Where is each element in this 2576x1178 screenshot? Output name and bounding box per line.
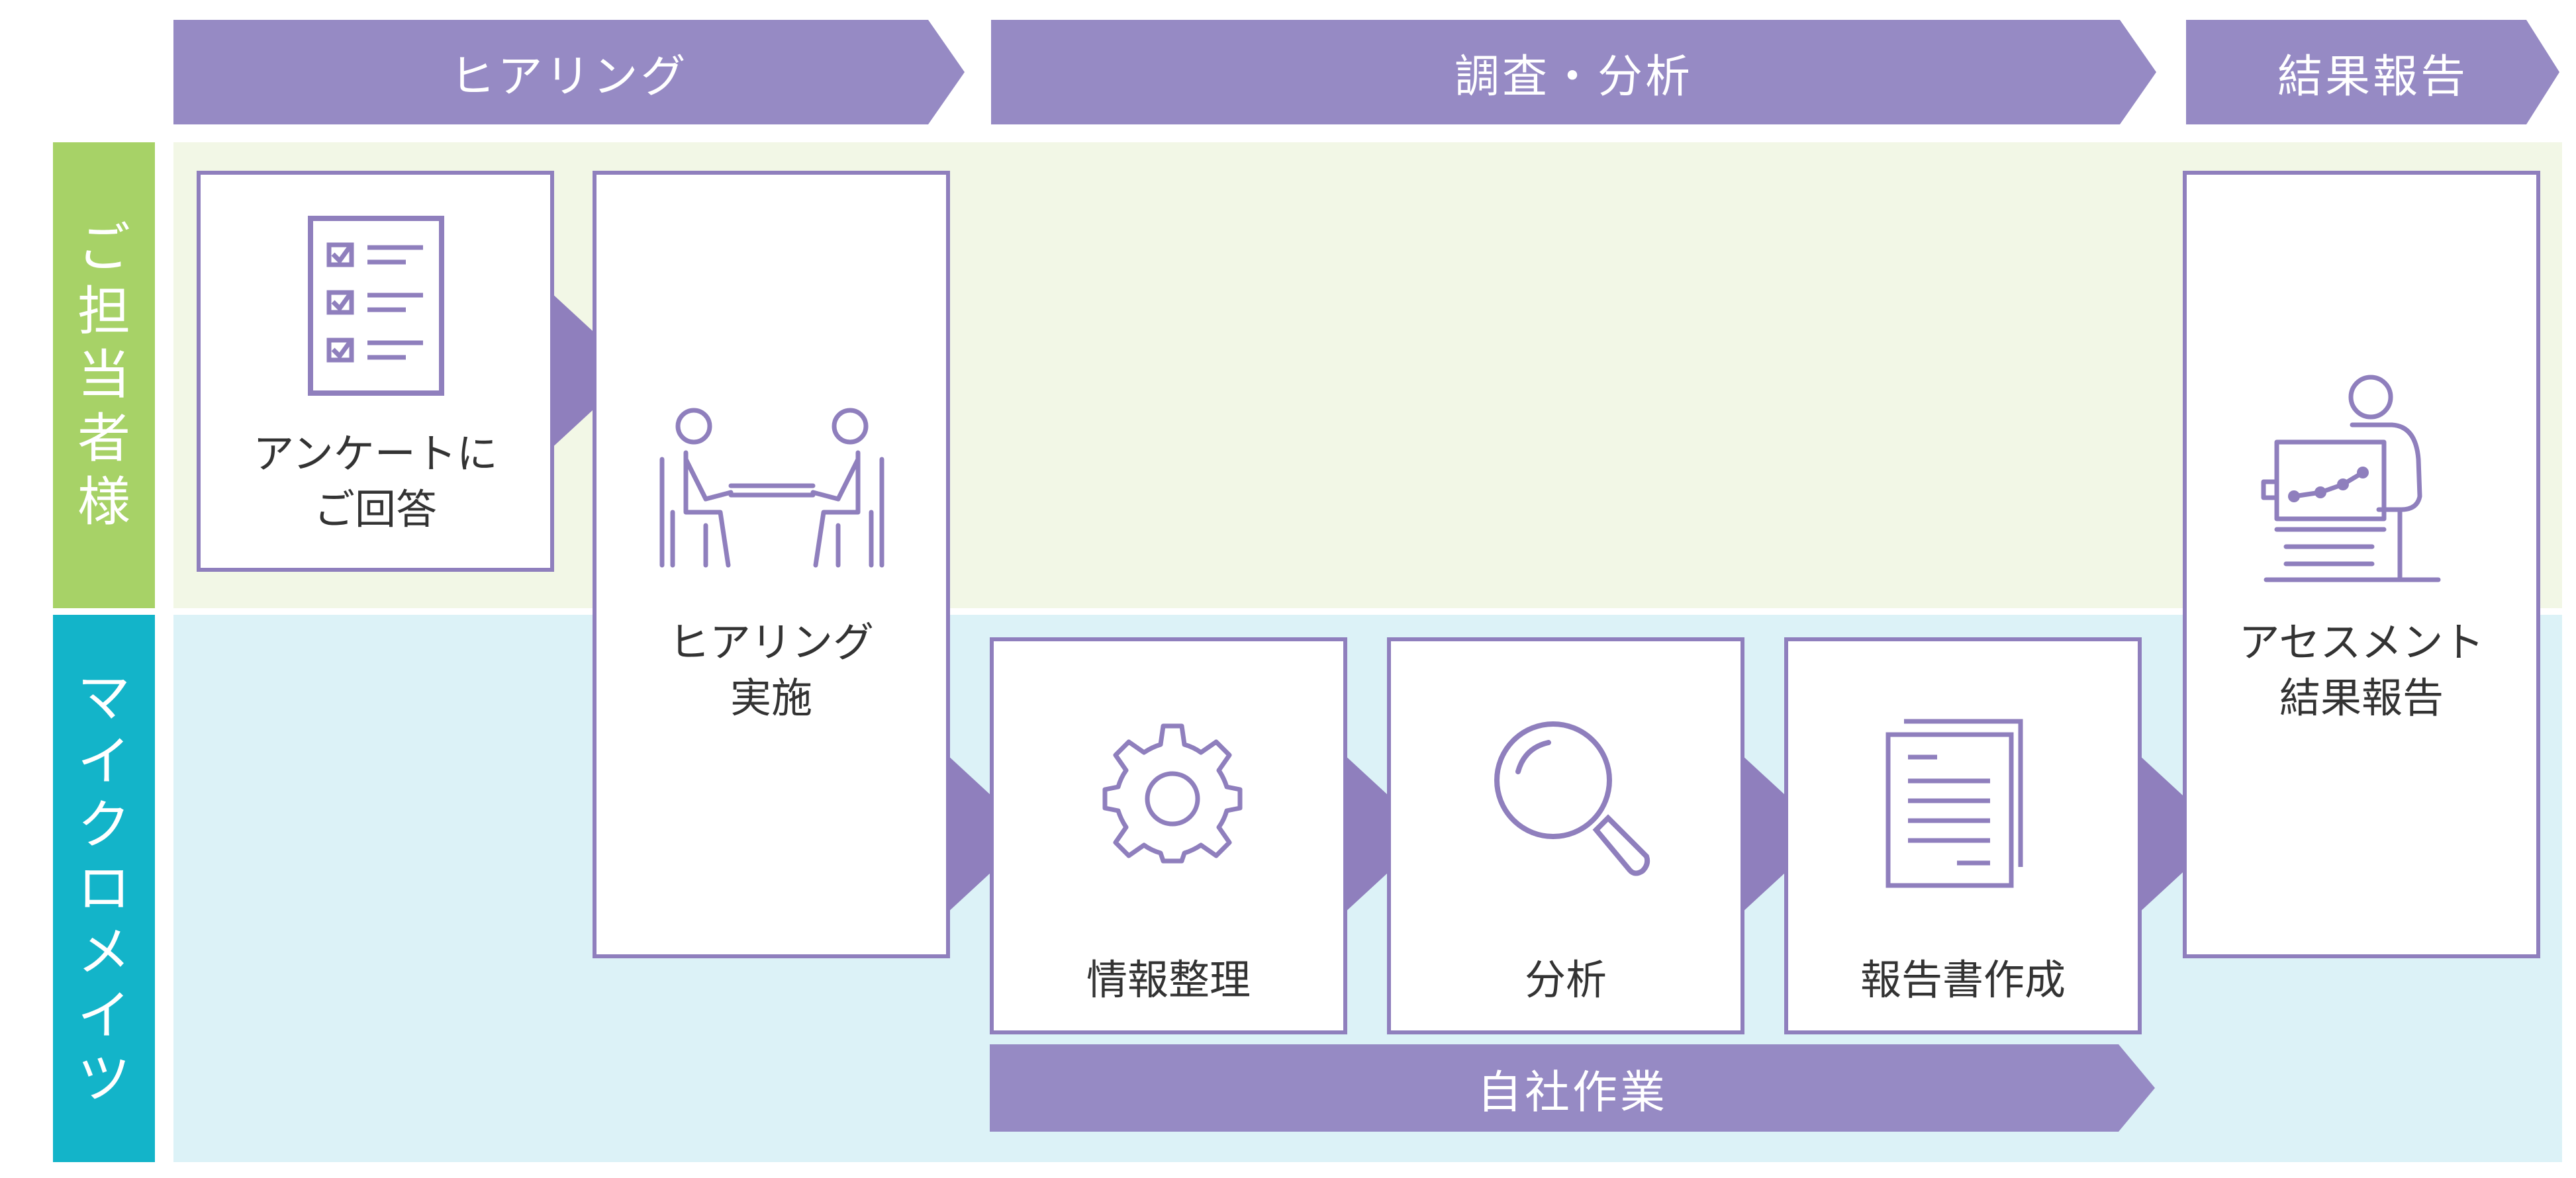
step-writing: 報告書作成	[1784, 637, 2142, 1034]
arrow-writing-to-assessment	[2138, 754, 2224, 913]
gear-icon	[1102, 723, 1243, 864]
step-survey-label: アンケートに ご回答	[253, 430, 498, 533]
internal-work-label: 自社作業	[1476, 1066, 1668, 1119]
step-hearing-label: ヒアリング 実施	[668, 618, 874, 722]
magnifier-icon	[1494, 721, 1650, 876]
phase-research-label: 調査・分析	[1454, 50, 1693, 103]
internal-work-arrow: 自社作業	[990, 1044, 2155, 1132]
step-analysis: 分析	[1387, 637, 1744, 1034]
phase-research: 調査・分析	[991, 20, 2156, 124]
step-writing-label: 報告書作成	[1860, 956, 2066, 1004]
phase-report-label: 結果報告	[2277, 50, 2468, 103]
step-assessment-label: アセスメント 結果報告	[2238, 618, 2485, 722]
presentation-icon	[2261, 375, 2441, 582]
step-survey: アンケートに ご回答	[197, 171, 554, 572]
step-assessment: アセスメント 結果報告	[2183, 171, 2540, 958]
document-icon	[1885, 719, 2023, 888]
step-organize-label: 情報整理	[1086, 956, 1251, 1004]
step-analysis-label: 分析	[1524, 956, 1607, 1004]
phase-report: 結果報告	[2186, 20, 2559, 124]
step-hearing: ヒアリング 実施	[593, 171, 950, 958]
meeting-icon	[659, 408, 884, 568]
checklist-icon	[308, 216, 444, 396]
lane-label-company: マ イ ク ロ メ イ ツ	[53, 615, 155, 1162]
phase-hearing-label: ヒアリング	[450, 50, 689, 103]
phase-hearing: ヒアリング	[173, 20, 965, 124]
lane-label-client: ご 担 当 者 様	[53, 142, 155, 608]
step-organize: 情報整理	[990, 637, 1347, 1034]
